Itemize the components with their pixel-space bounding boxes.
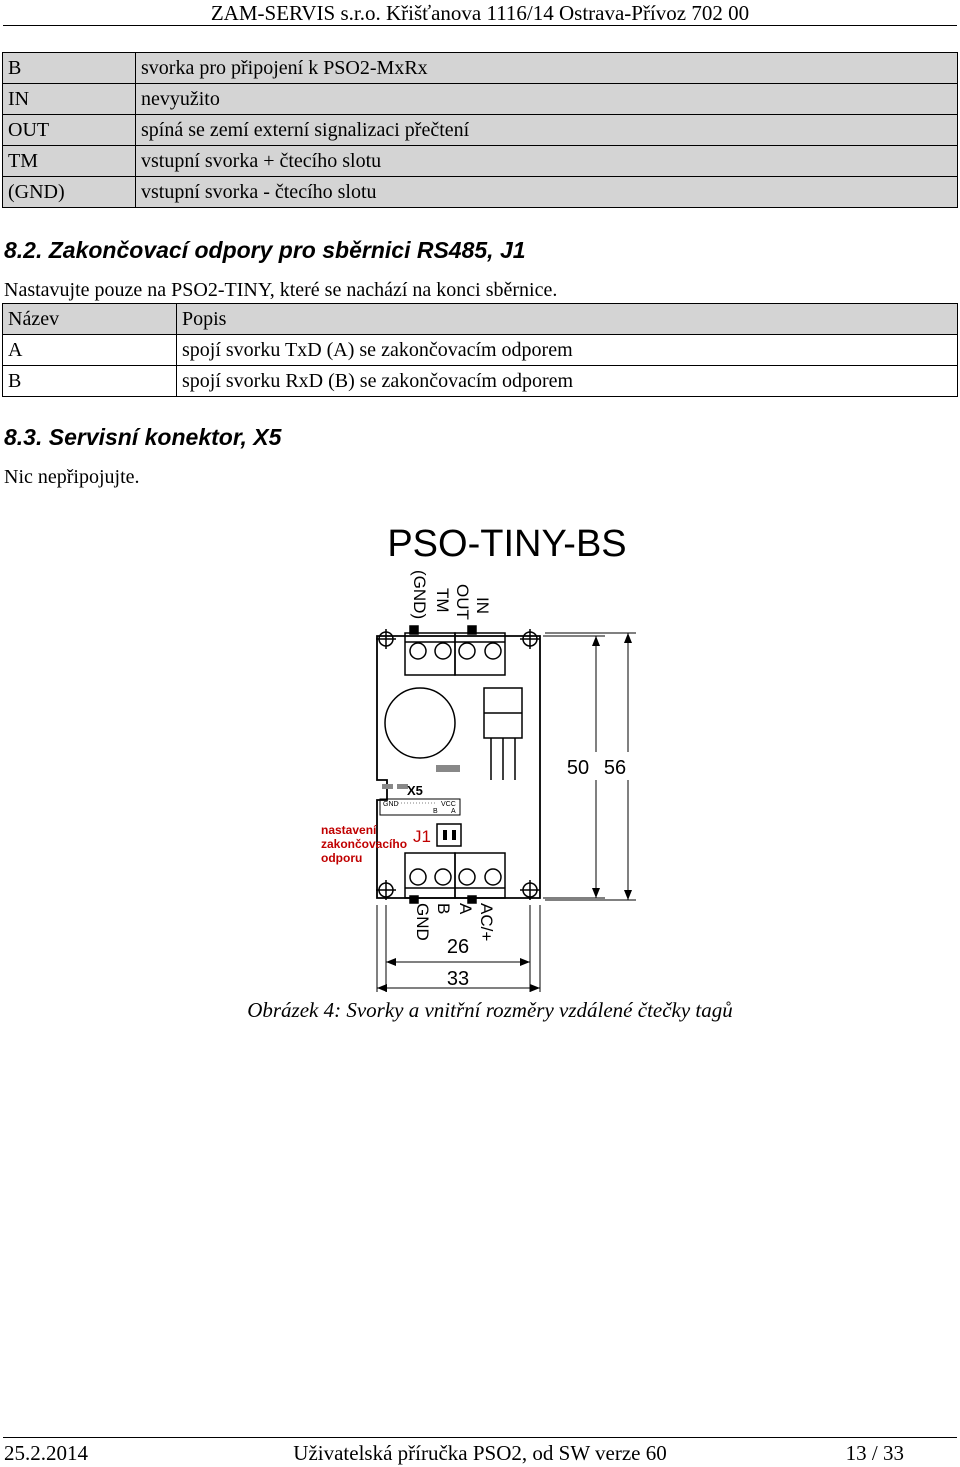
j1-jumper: J1 <box>413 823 462 847</box>
note-line: nastavení <box>321 823 377 837</box>
section-heading-8-3: 8.3. Servisní konektor, X5 <box>4 424 282 450</box>
page-header: ZAM-SERVIS s.r.o. Křišťanova 1116/14 Ost… <box>0 0 960 26</box>
column-header-name: Název <box>2 303 177 335</box>
table-row: TM vstupní svorka + čtecího slotu <box>2 145 958 177</box>
terminal-label: TM <box>433 588 452 613</box>
pso-tiny-bs-figure: PSO-TINY-BS (GND) TM OUT IN <box>300 510 660 1000</box>
terminal-name: TM <box>2 145 136 177</box>
terminal-label: A <box>456 903 475 915</box>
j1-label: J1 <box>413 827 431 846</box>
dimension-inner-width: 26 <box>447 936 469 958</box>
section-heading-8-2: 8.2. Zakončovací odpory pro sběrnici RS4… <box>4 237 526 263</box>
terminal-desc: svorka pro připojení k PSO2-MxRx <box>135 52 958 84</box>
horizontal-dimensions <box>376 905 541 992</box>
buzzer-component <box>384 687 456 759</box>
terminal-name: B <box>2 52 136 84</box>
mounting-holes <box>376 629 540 900</box>
table-row: B spojí svorku RxD (B) se zakončovacím o… <box>2 365 958 397</box>
pcb-drawing: PSO-TINY-BS (GND) TM OUT IN <box>321 523 636 992</box>
board-outline <box>376 635 541 899</box>
table-row: OUT spíná se zemí externí signalizaci př… <box>2 114 958 146</box>
note-line: odporu <box>321 851 362 865</box>
footer-date: 25.2.2014 <box>4 1441 88 1465</box>
section-paragraph-8-2: Nastavujte pouze na PSO2-TINY, které se … <box>4 279 558 301</box>
footer-title: Uživatelská příručka PSO2, od SW verze 6… <box>293 1441 667 1465</box>
terminal-label: OUT <box>453 584 472 620</box>
mounting-hole <box>376 629 396 649</box>
termination-note: nastavení zakončovacího odporu <box>321 823 407 865</box>
table-header-row: Název Popis <box>2 303 958 335</box>
terminal-desc: spíná se zemí externí signalizaci přečte… <box>135 114 958 146</box>
x5-pin-label: VCC <box>441 801 456 808</box>
x5-connector: X5 GND VCC B A <box>379 783 461 816</box>
jumper-name: B <box>2 365 177 397</box>
regulator-component <box>483 687 523 780</box>
bottom-terminal-block <box>404 852 506 904</box>
terminal-label: (GND) <box>410 570 429 619</box>
dimension-outer-width: 33 <box>447 968 469 990</box>
termination-table: Název Popis A spojí svorku TxD (A) se za… <box>2 303 958 397</box>
terminal-label: AC/+ <box>477 903 496 941</box>
terminal-desc: vstupní svorka - čtecího slotu <box>135 176 958 208</box>
x5-pin-label: A <box>451 808 456 815</box>
header-rule <box>3 25 957 26</box>
terminal-label: IN <box>473 597 492 614</box>
top-terminal-block <box>404 625 506 676</box>
mounting-hole <box>520 629 540 649</box>
x5-pin-label: B <box>433 808 438 815</box>
bottom-terminal-labels: GND B A AC/+ <box>413 903 496 941</box>
x5-label: X5 <box>407 783 423 798</box>
terminal-name: IN <box>2 83 136 115</box>
x5-pin-label: GND <box>383 801 399 808</box>
column-header-desc: Popis <box>176 303 958 335</box>
jumper-desc: spojí svorku TxD (A) se zakončovacím odp… <box>176 334 958 366</box>
table-row: A spojí svorku TxD (A) se zakončovacím o… <box>2 334 958 366</box>
table-row: IN nevyužito <box>2 83 958 115</box>
dimension-inner-height: 50 <box>567 757 589 779</box>
section-paragraph-8-3: Nic nepřipojujte. <box>4 466 140 488</box>
figure-title: PSO-TINY-BS <box>387 523 626 565</box>
footer-page-number: 13 / 33 <box>845 1441 904 1465</box>
mounting-hole <box>520 880 540 900</box>
table-row: (GND) vstupní svorka - čtecího slotu <box>2 176 958 208</box>
dimension-label-bg <box>562 752 630 780</box>
jumper-desc: spojí svorku RxD (B) se zakončovacím odp… <box>176 365 958 397</box>
header-text: ZAM-SERVIS s.r.o. Křišťanova 1116/14 Ost… <box>210 1 750 25</box>
jumper-name: A <box>2 334 177 366</box>
terminal-name: (GND) <box>2 176 136 208</box>
figure-caption: Obrázek 4: Svorky a vnitřní rozměry vzdá… <box>247 998 733 1022</box>
smd-components <box>382 765 460 789</box>
terminal-desc: nevyužito <box>135 83 958 115</box>
terminal-table: B svorka pro připojení k PSO2-MxRx IN ne… <box>2 52 958 208</box>
dimension-outer-height: 56 <box>604 757 626 779</box>
footer-rule <box>3 1437 957 1438</box>
terminal-name: OUT <box>2 114 136 146</box>
mounting-hole <box>376 880 396 900</box>
terminal-label: B <box>434 903 453 914</box>
table-row: B svorka pro připojení k PSO2-MxRx <box>2 52 958 84</box>
terminal-desc: vstupní svorka + čtecího slotu <box>135 145 958 177</box>
note-line: zakončovacího <box>321 837 407 851</box>
top-terminal-labels: (GND) TM OUT IN <box>410 570 492 620</box>
terminal-label: GND <box>413 903 432 941</box>
